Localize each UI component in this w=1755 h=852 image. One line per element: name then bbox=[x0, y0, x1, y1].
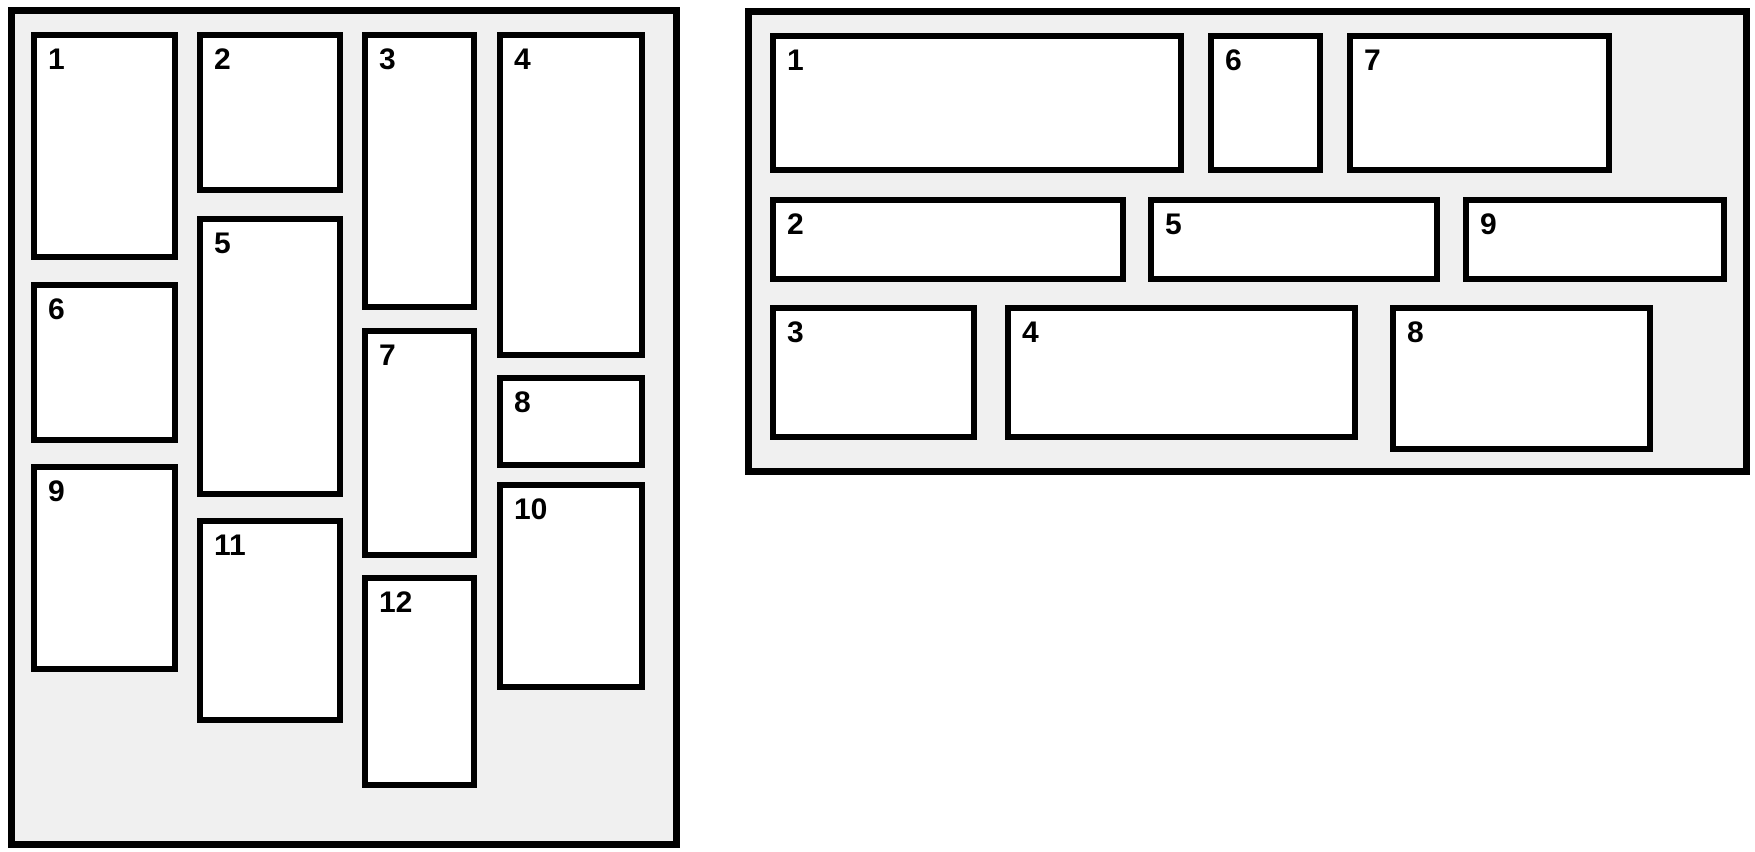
tile-number-label: 9 bbox=[48, 475, 65, 508]
masonry-tile-10: 10 bbox=[497, 482, 645, 690]
rows-tile-2: 2 bbox=[770, 197, 1126, 282]
masonry-tile-5: 5 bbox=[197, 216, 343, 497]
masonry-tile-12: 12 bbox=[362, 575, 477, 788]
rows-tile-5: 5 bbox=[1148, 197, 1440, 282]
tile-number-label: 6 bbox=[48, 293, 65, 326]
masonry-tile-3: 3 bbox=[362, 32, 477, 310]
rows-tile-4: 4 bbox=[1005, 305, 1358, 440]
rows-tile-6: 6 bbox=[1208, 33, 1323, 173]
tile-number-label: 1 bbox=[48, 43, 65, 76]
tile-number-label: 7 bbox=[1364, 44, 1381, 77]
masonry-tile-11: 11 bbox=[197, 518, 343, 723]
tile-number-label: 9 bbox=[1480, 208, 1497, 241]
rows-tile-9: 9 bbox=[1463, 197, 1727, 282]
tile-number-label: 10 bbox=[514, 493, 548, 526]
masonry-tile-4: 4 bbox=[497, 32, 645, 358]
rows-tile-1: 1 bbox=[770, 33, 1184, 173]
masonry-tile-9: 9 bbox=[31, 464, 178, 672]
masonry-tile-7: 7 bbox=[362, 328, 477, 558]
masonry-tile-1: 1 bbox=[31, 32, 178, 260]
tile-number-label: 8 bbox=[1407, 316, 1424, 349]
tile-number-label: 3 bbox=[379, 43, 396, 76]
tile-number-label: 11 bbox=[214, 529, 246, 562]
rows-panel: 1 6 7 2 5 9 3 4 8 bbox=[745, 8, 1750, 475]
masonry-tile-2: 2 bbox=[197, 32, 343, 193]
masonry-tile-8: 8 bbox=[497, 375, 645, 468]
tile-number-label: 4 bbox=[1022, 316, 1039, 349]
tile-number-label: 8 bbox=[514, 386, 531, 419]
tile-number-label: 2 bbox=[214, 43, 231, 76]
masonry-tile-6: 6 bbox=[31, 282, 178, 443]
tile-number-label: 5 bbox=[1165, 208, 1182, 241]
tile-number-label: 1 bbox=[787, 44, 804, 77]
tile-number-label: 4 bbox=[514, 43, 531, 76]
rows-tile-7: 7 bbox=[1347, 33, 1612, 173]
tile-number-label: 6 bbox=[1225, 44, 1242, 77]
tile-number-label: 12 bbox=[379, 586, 413, 619]
tile-number-label: 5 bbox=[214, 227, 231, 260]
rows-tile-8: 8 bbox=[1390, 305, 1653, 452]
tile-number-label: 3 bbox=[787, 316, 804, 349]
rows-tile-3: 3 bbox=[770, 305, 977, 440]
tile-number-label: 7 bbox=[379, 339, 396, 372]
tile-number-label: 2 bbox=[787, 208, 804, 241]
